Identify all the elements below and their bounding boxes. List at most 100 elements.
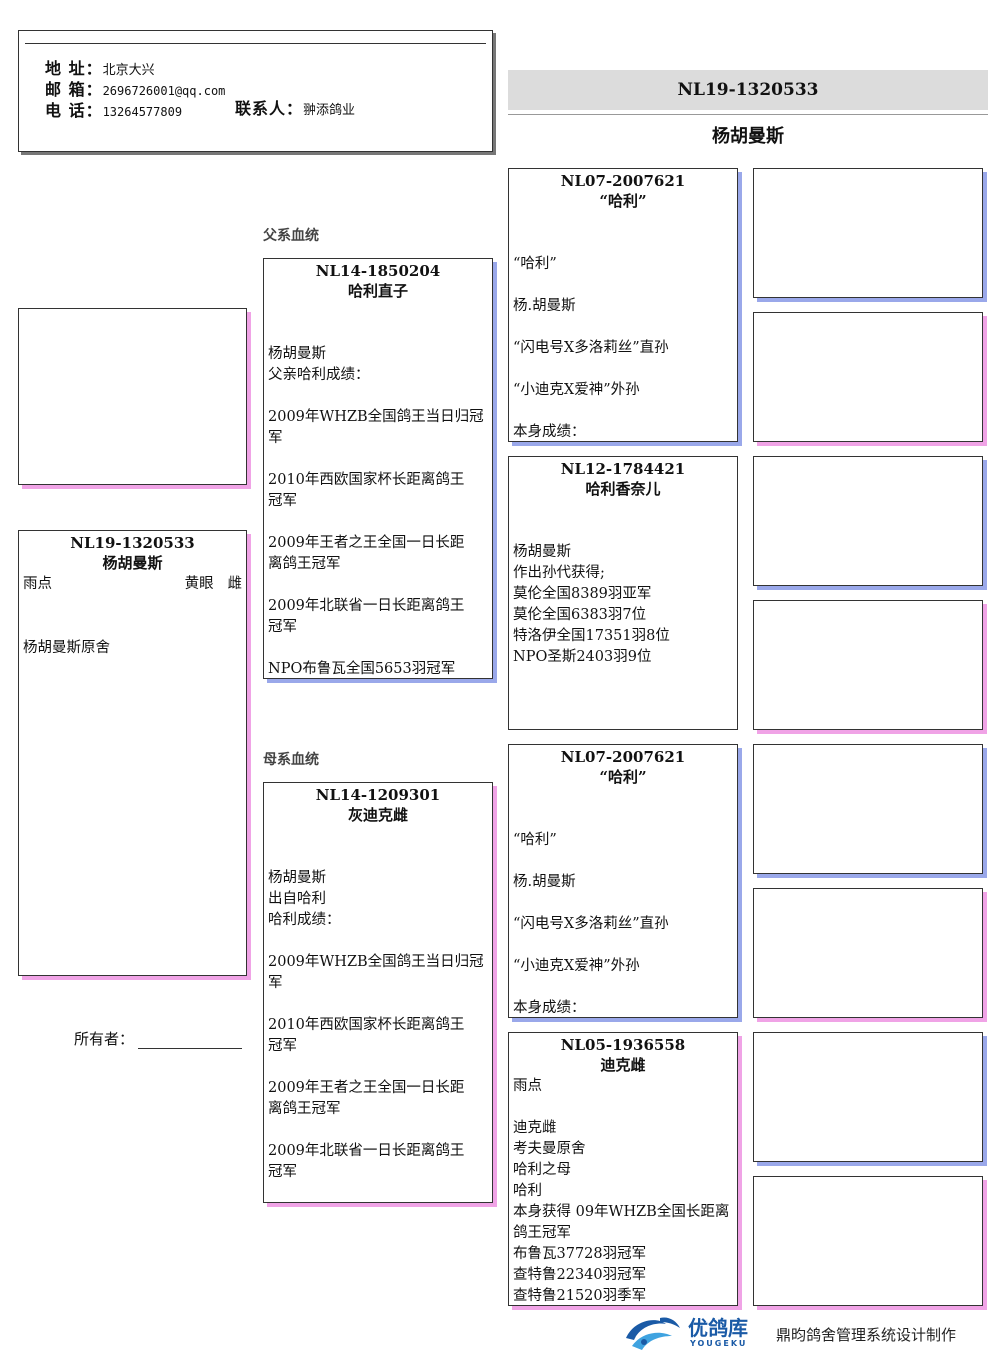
note-line: 哈利之母: [513, 1162, 571, 1178]
note-line: 2009年北联省一日长距离鸽王: [268, 598, 465, 614]
logo-text: 优鸽库: [688, 1316, 748, 1340]
note-line: 考夫曼原舍: [513, 1141, 586, 1157]
address-label: 地 址：: [45, 59, 103, 78]
note-line: 2009年WHZB全国鸽王当日归冠: [268, 409, 484, 425]
great-grandparent-slot: [753, 600, 983, 730]
note-line: 2009年北联省一日长距离鸽王: [268, 1143, 465, 1159]
note-line: 杨胡曼斯: [268, 870, 326, 886]
note-line: “小迪克X爱神”外孙: [513, 382, 640, 398]
note-line: 本身成绩：: [513, 1000, 586, 1016]
note-line: 本身获得 09年WHZB全国长距离: [513, 1204, 730, 1220]
note-line: NPO圣斯2403羽9位: [513, 649, 652, 665]
note-line: [513, 500, 733, 521]
contact-box: 地 址：北京大兴 邮 箱：2696726001@qq.com 电 话：13264…: [18, 30, 493, 152]
note-line: [268, 931, 488, 952]
sire-line-label: 父系血统: [263, 228, 319, 244]
note-line: NPO布鲁瓦全国5653羽冠军: [268, 661, 456, 677]
note-line: [513, 521, 733, 542]
note-line: 查特鲁22340羽冠军: [513, 1267, 647, 1283]
note-line: [268, 826, 488, 847]
note-line: [513, 359, 733, 380]
subject-ring-header: NL19-1320533: [508, 70, 988, 110]
note-line: 2009年王者之王全国一日长距: [268, 535, 465, 551]
note-line: 杨.胡曼斯: [513, 874, 576, 890]
note-line: 冠军: [268, 1164, 297, 1180]
note-line: [268, 847, 488, 868]
note-line: “哈利”: [513, 832, 557, 848]
dam-ring: NL14-1209301: [315, 786, 441, 804]
note-line: 布鲁瓦37728羽冠军: [513, 1246, 647, 1262]
subject-name-header: 杨胡曼斯: [712, 126, 784, 147]
dam-sire-ring: NL07-2007621: [560, 748, 686, 766]
email-row: 邮 箱：2696726001@qq.com: [45, 76, 225, 100]
dam-card: NL14-1209301 灰迪克雌 杨胡曼斯出自哈利哈利成绩：2009年WHZB…: [263, 782, 493, 1203]
note-line: [268, 1057, 488, 1078]
subject-color: 雨点: [23, 576, 52, 592]
sire-sire-card: NL07-2007621 “哈利” “哈利” 杨.胡曼斯 “闪电号X多洛莉丝”直孙 “…: [508, 168, 738, 442]
dam-dam-card: NL05-1936558 迪克雌 雨点迪克雌考夫曼原舍哈利之母哈利本身获得 09…: [508, 1032, 738, 1306]
note-line: “闪电号X多洛莉丝”直孙: [513, 340, 669, 356]
note-line: 查特鲁21520羽季军: [513, 1288, 647, 1304]
note-line: 离鸽王冠军: [268, 556, 341, 572]
note-line: [268, 638, 488, 659]
footer-credit: 鼎昀鸽舍管理系统设计制作: [776, 1326, 957, 1344]
note-line: 本身成绩：: [513, 424, 586, 440]
sire-dam-card: NL12-1784421 哈利香奈儿 杨胡曼斯作出孙代获得;莫伦全国8389羽亚…: [508, 456, 738, 730]
contact-person-label: 联系人：: [235, 99, 304, 118]
address-value: 北京大兴: [102, 63, 155, 78]
note-line: [268, 575, 488, 596]
note-line: 2010年西欧国家杯长距离鸽王: [268, 472, 465, 488]
subject-eye: 黄眼: [184, 576, 214, 592]
note-line: [268, 449, 488, 470]
subject-breeder: 杨胡曼斯原舍: [23, 640, 110, 656]
dam-dam-name: 迪克雌: [600, 1056, 646, 1074]
great-grandparent-slot: [753, 312, 983, 442]
note-line: [268, 302, 488, 323]
note-line: “哈利”: [513, 256, 557, 272]
note-line: [513, 233, 733, 254]
great-grandparent-slot: [753, 456, 983, 586]
note-line: [513, 809, 733, 830]
dam-dam-notes: 雨点迪克雌考夫曼原舍哈利之母哈利本身获得 09年WHZB全国长距离鸽王冠军布鲁瓦…: [509, 1076, 737, 1305]
note-line: [268, 512, 488, 533]
pigeon-photo-frame: [18, 308, 247, 485]
owner-label: 所有者：: [74, 1030, 135, 1048]
subject-sex: 雌: [227, 576, 243, 592]
dam-dam-ring: NL05-1936558: [560, 1036, 686, 1054]
owner-line: [138, 1048, 243, 1049]
great-grandparent-slot: [753, 744, 983, 874]
note-line: 2009年WHZB全国鸽王当日归冠: [268, 954, 484, 970]
note-line: 杨胡曼斯: [513, 544, 571, 560]
sire-sire-ring: NL07-2007621: [560, 172, 686, 190]
owner-field: 所有者：: [74, 1028, 243, 1049]
sire-name: 哈利直子: [347, 282, 408, 300]
email-value: 2696726001@qq.com: [102, 84, 226, 98]
sire-sire-notes: “哈利” 杨.胡曼斯 “闪电号X多洛莉丝”直孙 “小迪克X爱神”外孙本身成绩：: [509, 212, 737, 441]
subject-card: NL19-1320533 杨胡曼斯 雨点 黄眼 雌 杨胡曼斯原舍: [18, 530, 247, 976]
note-line: 2009年王者之王全国一日长距: [268, 1080, 465, 1096]
dam-line-label: 母系血统: [263, 752, 319, 768]
note-line: 军: [268, 430, 283, 446]
note-line: 冠军: [268, 493, 297, 509]
note-line: 作出孙代获得;: [513, 565, 605, 581]
note-line: 离鸽王冠军: [268, 1101, 341, 1117]
note-line: 杨.胡曼斯: [513, 298, 576, 314]
note-line: “闪电号X多洛莉丝”直孙: [513, 916, 669, 932]
note-line: 莫伦全国6383羽7位: [513, 607, 647, 623]
subject-ring: NL19-1320533: [70, 534, 195, 552]
note-line: 军: [268, 975, 283, 991]
contact-person-row: 联系人：翀添鸽业: [235, 95, 355, 119]
note-line: [268, 994, 488, 1015]
great-grandparent-slot: [753, 168, 983, 298]
dam-sire-card: NL07-2007621 “哈利” “哈利”杨.胡曼斯“闪电号X多洛莉丝”直孙“…: [508, 744, 738, 1018]
note-line: [513, 977, 733, 998]
note-line: 莫伦全国8389羽亚军: [513, 586, 652, 602]
note-line: [513, 317, 733, 338]
note-line: 2010年西欧国家杯长距离鸽王: [268, 1017, 465, 1033]
note-line: 哈利成绩：: [268, 912, 341, 928]
note-line: 哈利: [513, 1183, 542, 1199]
note-line: 特洛伊全国17351羽8位: [513, 628, 670, 644]
note-line: 迪克雌: [513, 1120, 557, 1136]
sire-dam-name: 哈利香奈儿: [585, 480, 661, 498]
